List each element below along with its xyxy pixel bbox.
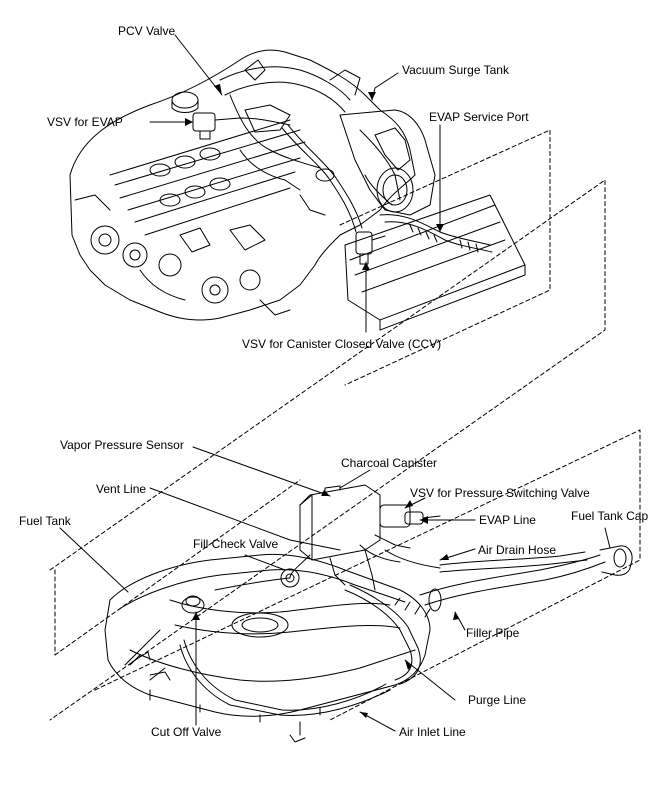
label-charcoal-canister: Charcoal Canister	[341, 456, 438, 470]
label-air-inlet-line: Air Inlet Line	[399, 725, 466, 739]
fuel-tank-drawing	[104, 484, 633, 743]
label-evap-line: EVAP Line	[479, 513, 536, 527]
leader-arrowheads	[185, 84, 459, 718]
label-vapor-pressure-sensor: Vapor Pressure Sensor	[60, 438, 184, 452]
label-vacuum-surge-tank: Vacuum Surge Tank	[402, 63, 509, 77]
label-vent-line: Vent Line	[96, 482, 147, 496]
label-vsv-for-evap: VSV for EVAP	[47, 115, 123, 129]
leader-lines	[59, 34, 611, 732]
engine-drawing	[69, 49, 526, 331]
label-pcv-valve: PCV Valve	[118, 24, 176, 38]
label-fuel-tank: Fuel Tank	[19, 514, 71, 528]
label-purge-line: Purge Line	[468, 693, 527, 707]
dashed-boundary	[49, 129, 641, 721]
label-fuel-tank-cap: Fuel Tank Cap	[571, 509, 649, 523]
label-fill-check-valve: Fill Check Valve	[193, 537, 279, 551]
label-air-drain-hose: Air Drain Hose	[478, 543, 557, 557]
label-cut-off-valve: Cut Off Valve	[151, 725, 222, 739]
label-filler-pipe: Filler Pipe	[466, 626, 520, 640]
label-vsv-for-ccv: VSV for Canister Closed Valve (CCV)	[242, 337, 442, 351]
label-evap-service-port: EVAP Service Port	[429, 110, 529, 124]
label-vsv-pressure-switching: VSV for Pressure Switching Valve	[410, 486, 590, 500]
